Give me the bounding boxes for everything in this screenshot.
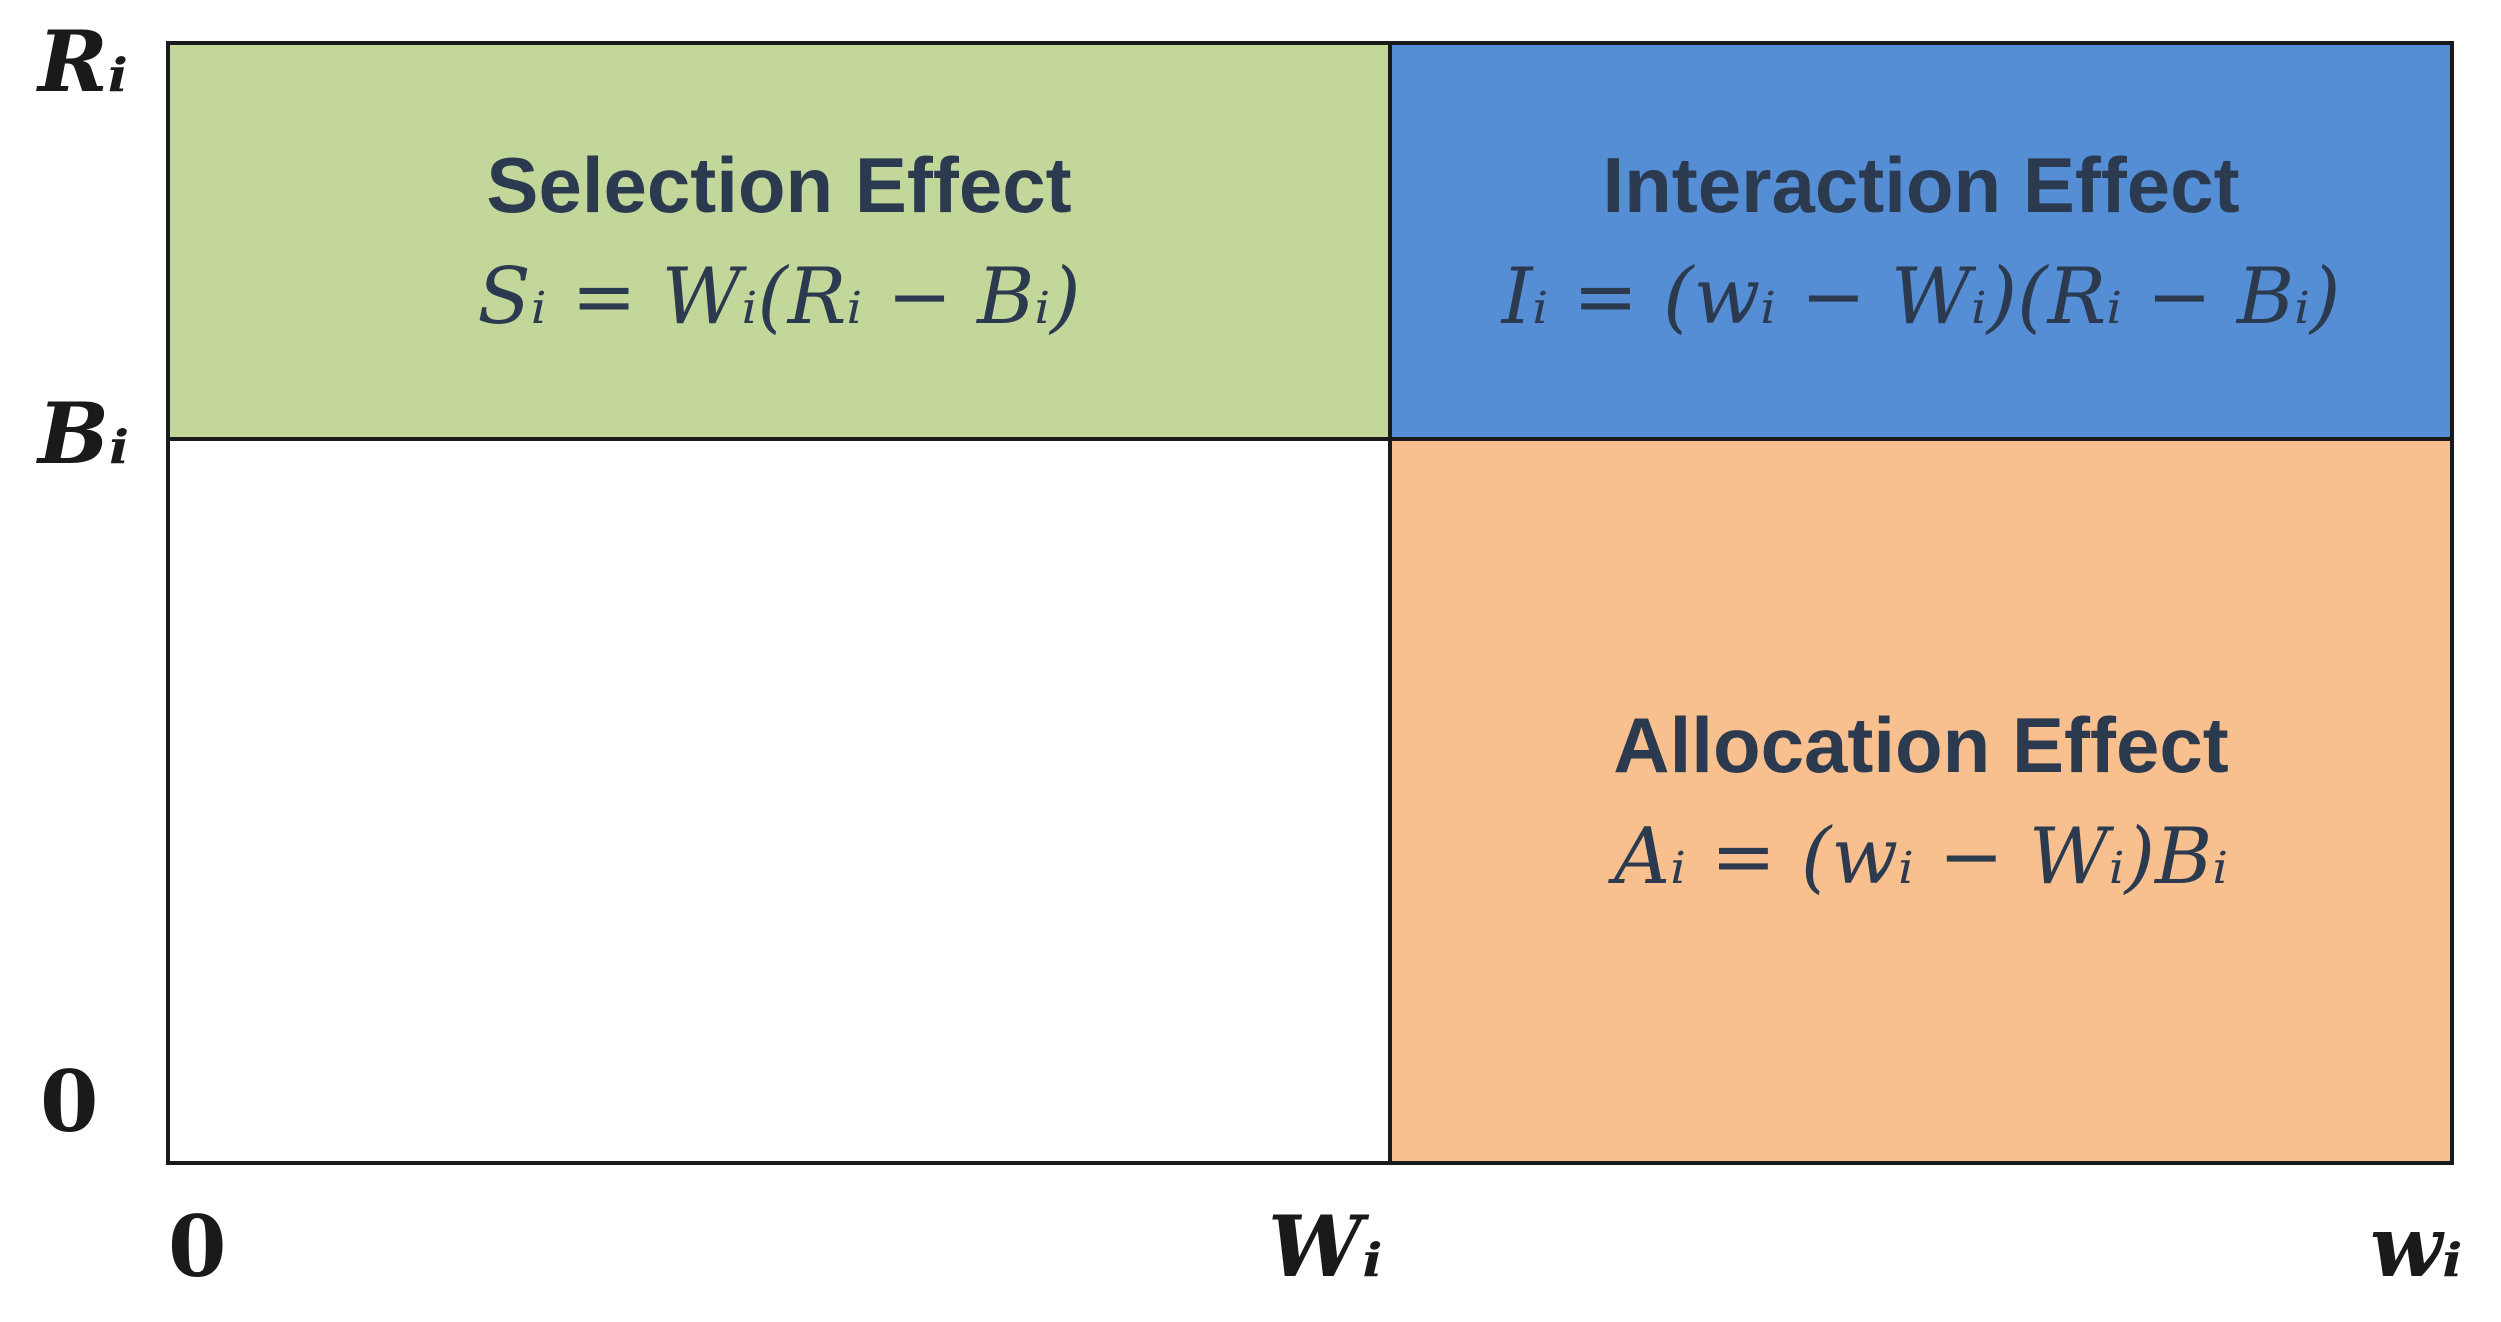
x-axis-label-mid: Wᵢ: [1268, 1197, 1383, 1296]
selection-effect-quadrant: Selection Effect Sᵢ = Wᵢ(Rᵢ − Bᵢ): [170, 45, 1392, 441]
selection-effect-formula: Sᵢ = Wᵢ(Rᵢ − Bᵢ): [477, 252, 1081, 342]
empty-quadrant: [170, 441, 1392, 1161]
x-axis-label-right: wᵢ: [2370, 1197, 2463, 1296]
allocation-effect-title: Allocation Effect: [1613, 701, 2229, 789]
y-axis-label-mid: Bᵢ: [38, 384, 130, 483]
allocation-effect-quadrant: Allocation Effect Aᵢ = (wᵢ − Wᵢ)Bᵢ: [1392, 441, 2450, 1161]
y-axis-label-top: Rᵢ: [38, 12, 128, 111]
interaction-effect-quadrant: Interaction Effect Iᵢ = (wᵢ − Wᵢ)(Rᵢ − B…: [1392, 45, 2450, 441]
y-axis-label-zero: 0: [40, 1052, 99, 1151]
interaction-effect-formula: Iᵢ = (wᵢ − Wᵢ)(Rᵢ − Bᵢ): [1501, 252, 2341, 342]
quadrant-grid: Selection Effect Sᵢ = Wᵢ(Rᵢ − Bᵢ) Intera…: [166, 41, 2454, 1165]
allocation-effect-formula: Aᵢ = (wᵢ − Wᵢ)Bᵢ: [1613, 812, 2229, 902]
interaction-effect-title: Interaction Effect: [1602, 141, 2240, 229]
selection-effect-title: Selection Effect: [486, 141, 1072, 229]
x-axis-label-zero: 0: [168, 1197, 227, 1296]
